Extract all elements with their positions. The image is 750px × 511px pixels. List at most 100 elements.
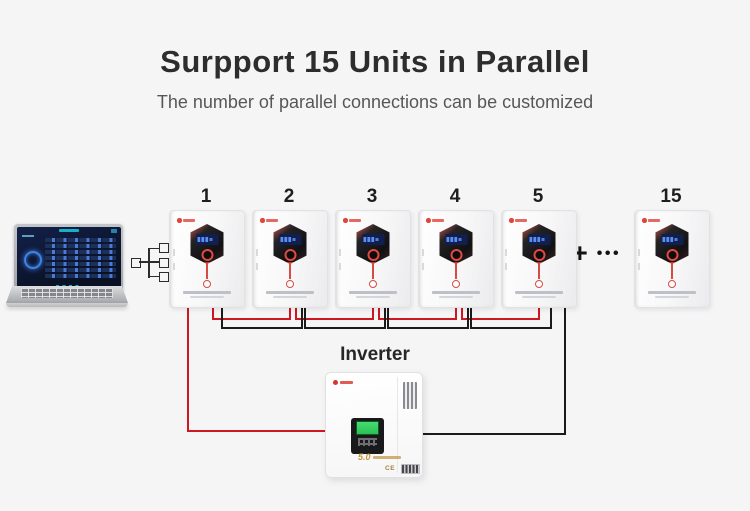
battery-lcd: [362, 234, 384, 245]
brand-logo: [260, 218, 278, 223]
network-node-icon: [158, 243, 169, 253]
table-row: [44, 274, 116, 279]
model-text-smudge: [349, 291, 397, 294]
inverter-unit: 5.0 CE: [325, 372, 423, 478]
side-vent: [255, 263, 258, 270]
indicator-ring: [369, 280, 377, 288]
positive-wire-to-inverter: [187, 299, 327, 432]
table-row: [44, 255, 116, 260]
negative-wire-link: [221, 304, 303, 329]
negative-wire-to-inverter: [421, 303, 566, 435]
unit-number-label: 1: [200, 186, 212, 207]
table-row: [44, 237, 116, 242]
ce-mark: CE: [385, 465, 396, 472]
power-label-smudge: [368, 262, 378, 264]
indicator-ring: [535, 280, 543, 288]
unit-number-label: 15: [660, 186, 682, 207]
power-label-smudge: [451, 262, 461, 264]
side-vent: [172, 263, 175, 270]
network-branch-line: [149, 275, 159, 278]
indicator-line: [671, 264, 673, 279]
battery-display-panel: [273, 224, 307, 264]
model-text-smudge: [432, 291, 480, 294]
power-button: [450, 248, 462, 261]
model-text-smudge: [273, 296, 307, 298]
unit-number-label: 5: [532, 186, 544, 207]
brand-logo: [343, 218, 361, 223]
network-node-icon: [158, 272, 169, 282]
positive-wire-link: [378, 304, 457, 320]
table-row: [44, 243, 116, 248]
monitoring-laptop: [6, 220, 128, 310]
model-text-smudge: [356, 296, 390, 298]
power-label-smudge: [202, 262, 212, 264]
battery-lcd: [445, 234, 467, 245]
laptop-front-lip: [6, 303, 128, 307]
negative-wire-link: [387, 304, 469, 329]
screen-label-smudge: [21, 234, 34, 237]
model-text-smudge: [648, 291, 696, 294]
power-button: [367, 248, 379, 261]
indicator-line: [372, 264, 374, 279]
network-branch-line: [149, 247, 159, 250]
model-text-smudge: [190, 296, 224, 298]
brand-logo: [177, 218, 195, 223]
battery-display-panel: [522, 224, 556, 264]
battery-unit-2: [252, 210, 328, 308]
model-badge: 5.0: [358, 453, 401, 462]
side-vent: [255, 249, 258, 256]
power-button: [666, 248, 678, 261]
indicator-ring: [203, 280, 211, 288]
positive-wire-link: [212, 304, 291, 320]
page-subtitle: The number of parallel connections can b…: [156, 92, 594, 112]
panel-seam: [397, 377, 398, 473]
battery-unit-15: [634, 210, 710, 308]
negative-wire-link: [470, 304, 552, 329]
model-text-smudge: [183, 291, 231, 294]
indicator-ring: [452, 280, 460, 288]
model-text-smudge: [655, 296, 689, 298]
side-vent: [637, 249, 640, 256]
screen-header-chip: [110, 228, 117, 233]
side-vent: [338, 249, 341, 256]
table-row: [44, 249, 116, 254]
laptop-keyboard-base: [6, 286, 128, 303]
battery-lcd: [528, 234, 550, 245]
network-link-line: [138, 261, 149, 263]
unit-number-label: 2: [283, 186, 295, 207]
brand-logo: [509, 218, 527, 223]
battery-gauge-icon: [23, 250, 42, 269]
side-vent: [338, 263, 341, 270]
battery-lcd: [196, 234, 218, 245]
inverter-lcd: [356, 421, 379, 435]
battery-unit-3: [335, 210, 411, 308]
side-vent: [637, 263, 640, 270]
battery-unit-4: [418, 210, 494, 308]
model-text-smudge: [522, 296, 556, 298]
power-button: [284, 248, 296, 261]
side-vent: [172, 249, 175, 256]
positive-wire-link: [295, 304, 374, 320]
battery-display-panel: [190, 224, 224, 264]
battery-display-panel: [439, 224, 473, 264]
bottom-grille: [401, 464, 420, 474]
power-button: [533, 248, 545, 261]
brand-logo: [333, 380, 353, 385]
model-text-smudge: [515, 291, 563, 294]
screen-header-pill: [58, 228, 79, 232]
positive-wire-link: [461, 304, 540, 320]
laptop-screen: [14, 224, 123, 293]
inverter-label: Inverter: [340, 344, 410, 365]
inverter-control-panel: [351, 418, 384, 454]
side-vent: [421, 249, 424, 256]
indicator-ring: [286, 280, 294, 288]
indicator-line: [455, 264, 457, 279]
side-vent: [504, 263, 507, 270]
battery-unit-5: [501, 210, 577, 308]
indicator-ring: [668, 280, 676, 288]
page-title: Surpport 15 Units in Parallel: [160, 44, 590, 79]
monitoring-software-screen: [16, 226, 121, 291]
network-branch-line: [149, 261, 159, 263]
model-tagline-smudge: [372, 456, 401, 459]
more-units-ellipsis: + •••: [572, 238, 638, 268]
